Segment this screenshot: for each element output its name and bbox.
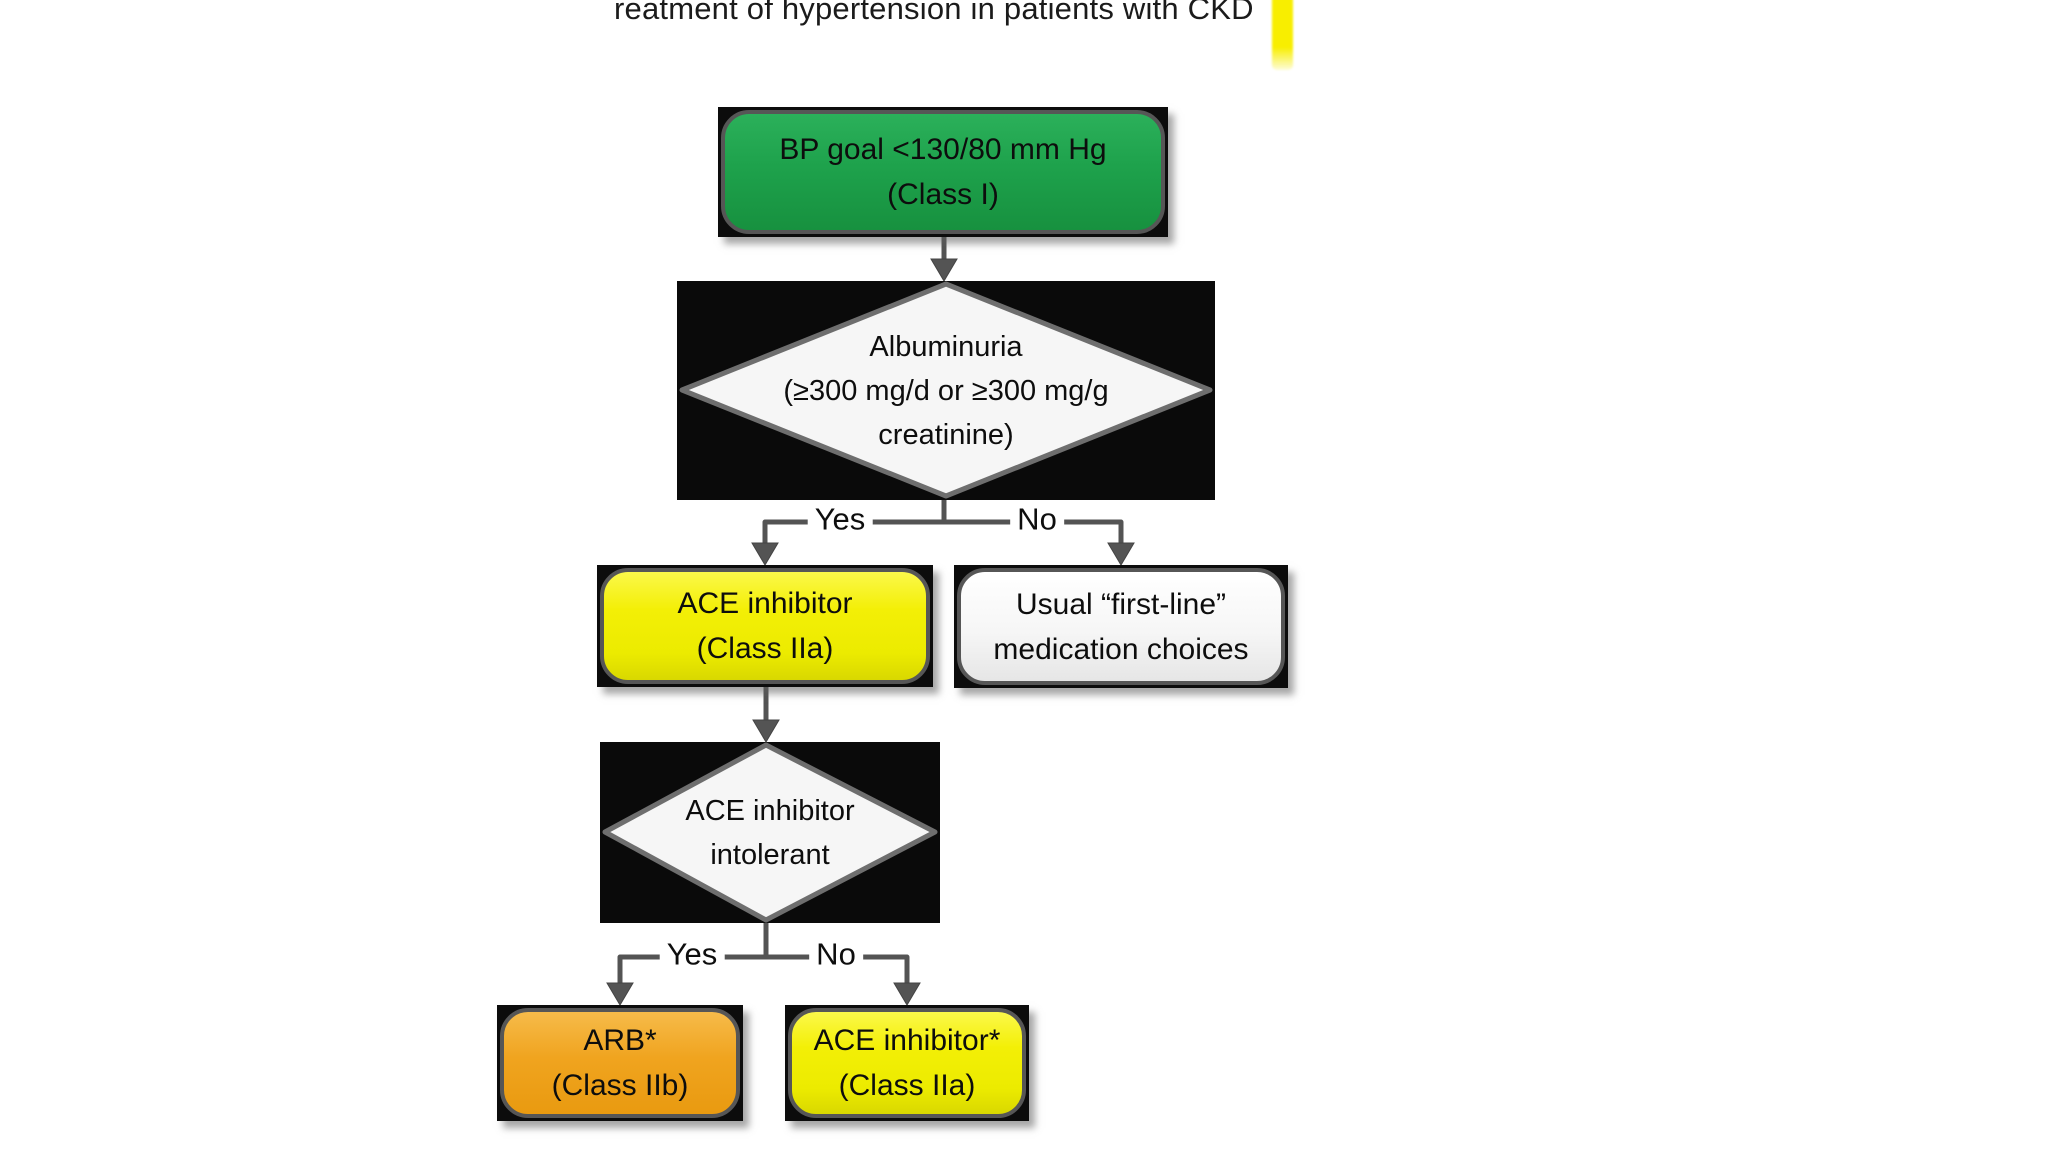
highlight-marker-bar [1272,0,1293,70]
arrowhead-into-ace-inhibitor2 [893,982,921,1006]
node-ace-inhibitor-2: ACE inhibitor* (Class IIa) [785,1005,1029,1121]
node-bp-goal-line1: BP goal <130/80 mm Hg [779,133,1107,166]
decision-albuminuria-line2: (≥300 mg/d or ≥300 mg/g [783,374,1109,407]
decision-ace-intolerant-line1: ACE inhibitor [685,794,855,827]
arrowhead-into-arb [606,982,634,1006]
node-ace-inhibitor-2-line1: ACE inhibitor* [813,1024,1001,1057]
branch-bracket-albuminuria [762,519,1124,545]
node-ace-inhibitor-line1: ACE inhibitor [677,587,853,620]
node-arb-line2: (Class IIb) [551,1069,689,1102]
diamond-shape-albuminuria [679,281,1213,499]
decision-albuminuria: Albuminuria (≥300 mg/d or ≥300 mg/g crea… [677,281,1215,500]
arrowhead-into-albuminuria [930,258,958,282]
slide-title: reatment of hypertension in patients wit… [614,0,1254,26]
node-ace-inhibitor: ACE inhibitor (Class IIa) [597,565,933,687]
node-arb-line1: ARB* [583,1024,657,1057]
decision-ace-intolerant: ACE inhibitor intolerant [600,742,940,923]
node-usual-first-line: Usual “first-line” medication choices [954,565,1288,688]
node-bp-goal: BP goal <130/80 mm Hg (Class I) [718,107,1168,237]
decision-ace-intolerant-line2: intolerant [710,838,830,871]
arrowhead-into-ace-inhibitor [751,542,779,566]
arrowhead-into-intolerant [752,719,780,743]
node-arb: ARB* (Class IIb) [497,1005,743,1121]
branch-label-intolerant-no: No [809,936,863,973]
node-usual-first-line-line2: medication choices [993,632,1249,666]
node-ace-inhibitor-2-line2: (Class IIa) [838,1069,976,1102]
node-usual-first-line-line1: Usual “first-line” [1015,587,1227,621]
decision-albuminuria-line1: Albuminuria [869,330,1023,363]
branch-label-albuminuria-yes: Yes [807,501,873,538]
branch-label-albuminuria-no: No [1010,501,1064,538]
decision-albuminuria-line3: creatinine) [878,418,1014,451]
node-ace-inhibitor-line2: (Class IIa) [696,632,834,665]
diamond-shape-ace-intolerant [602,742,938,923]
node-bp-goal-line2: (Class I) [887,178,999,211]
arrowhead-into-usual-firstline [1107,542,1135,566]
branch-label-intolerant-yes: Yes [659,936,725,973]
branch-bracket-intolerant [617,954,910,983]
